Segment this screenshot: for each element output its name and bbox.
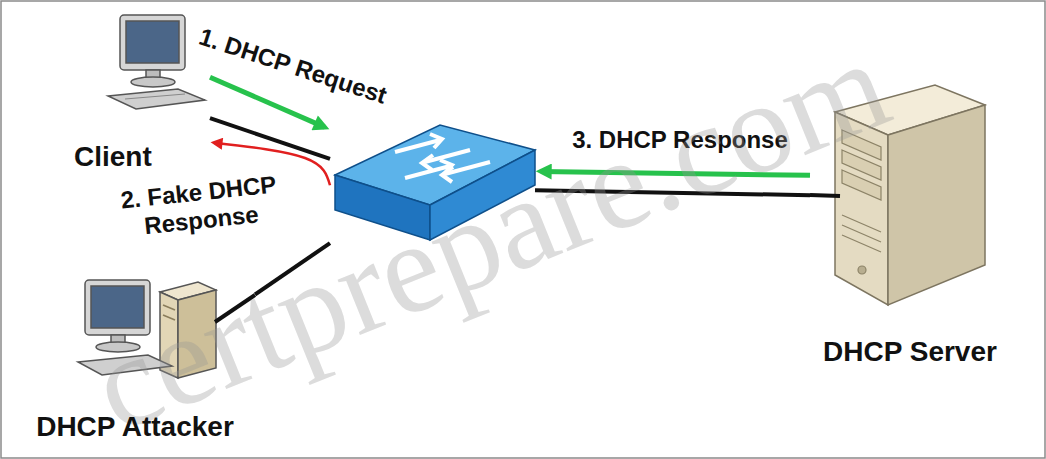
edge-label: 1. DHCP Request: [165, 13, 421, 120]
node-label: DHCP Server: [823, 336, 997, 368]
edge-label: 2. Fake DHCP Response: [103, 169, 298, 244]
client-node: Client: [70, 15, 210, 175]
client-computer: [108, 15, 205, 109]
node-label: DHCP Attacker: [36, 411, 234, 443]
node-label: Client: [74, 141, 152, 173]
